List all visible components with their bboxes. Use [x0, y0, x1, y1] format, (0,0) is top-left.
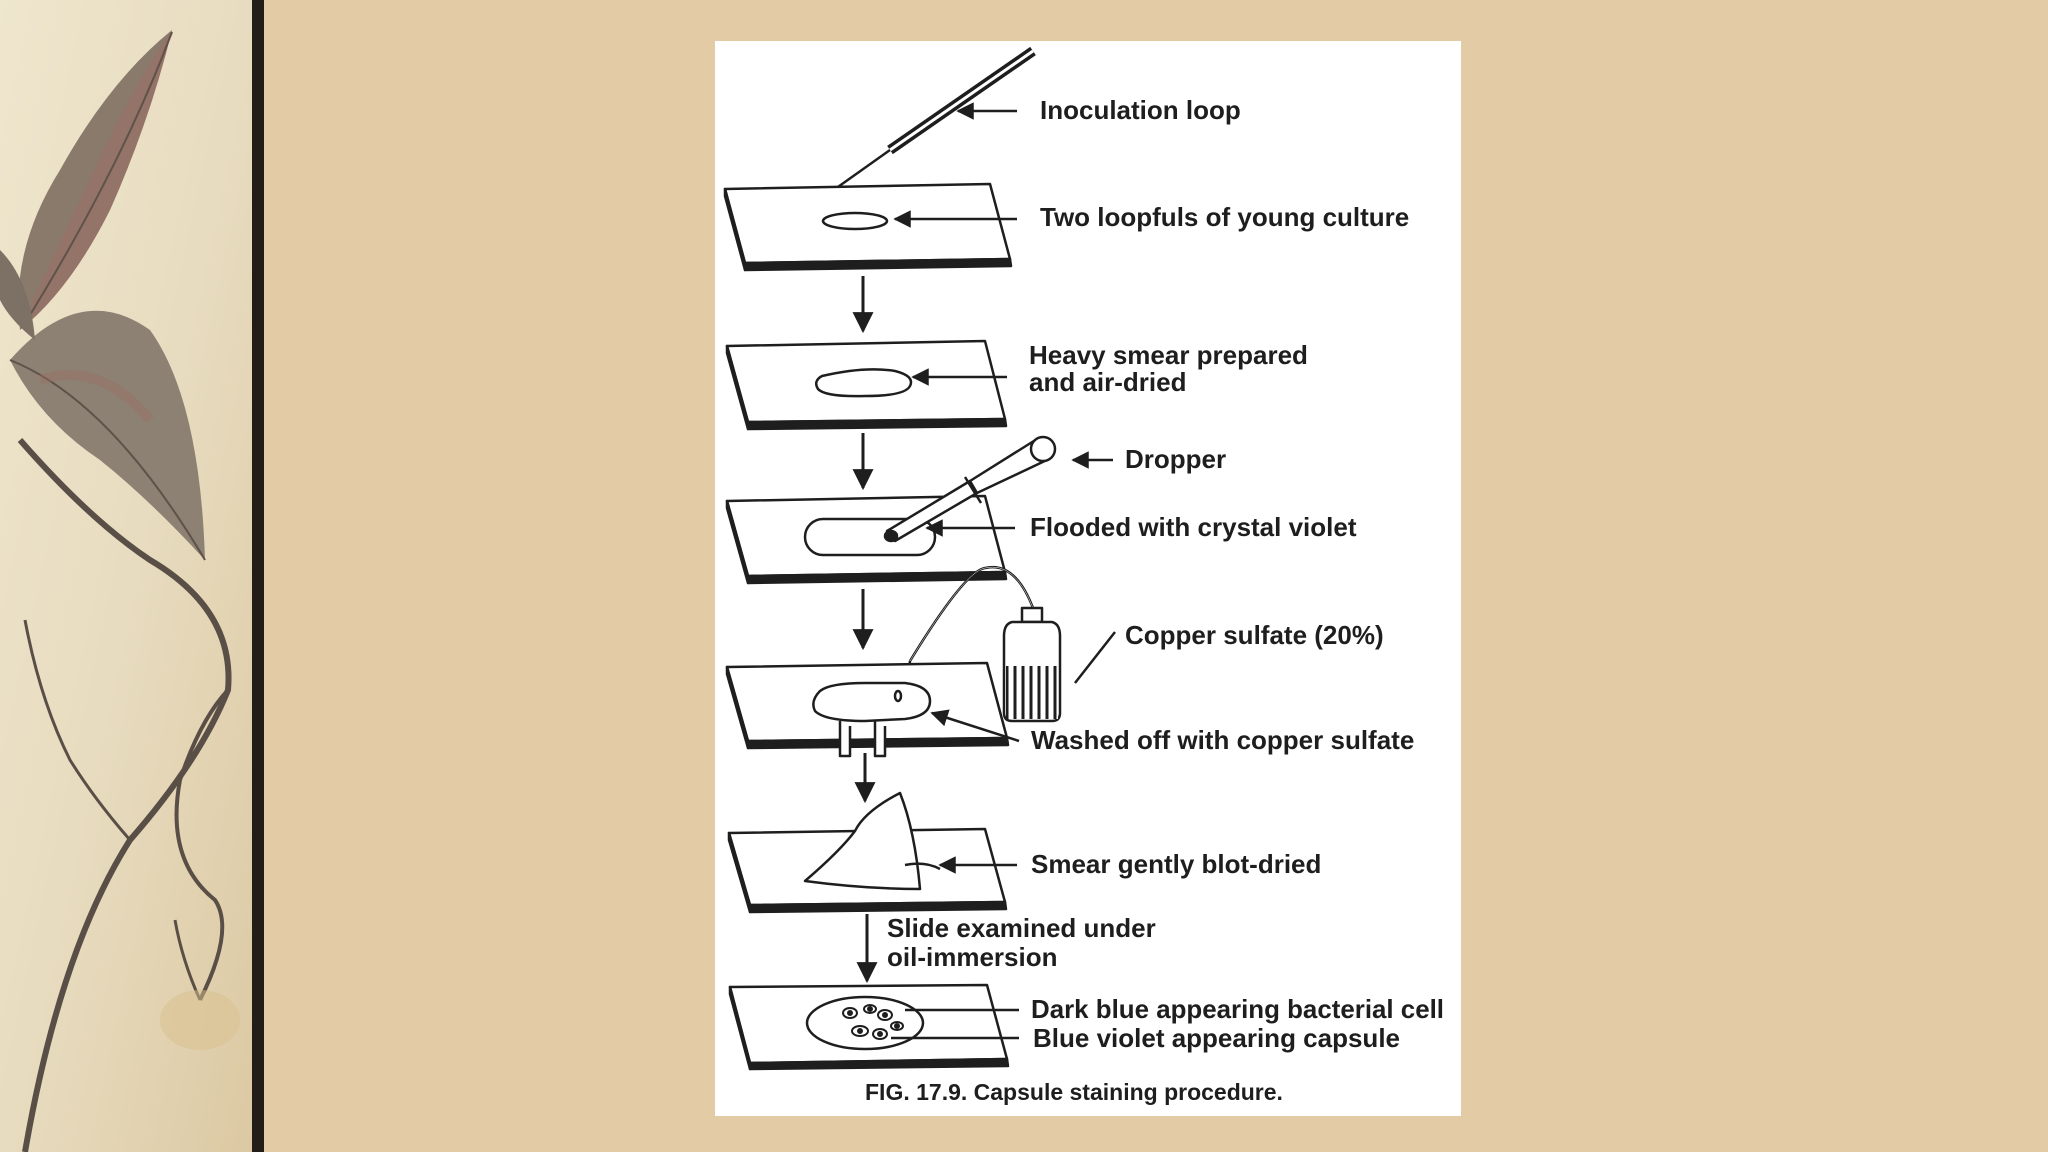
glass-slide-icon	[725, 661, 1010, 758]
label-heavy-smear-line1: Heavy smear prepared	[1029, 340, 1308, 370]
label-dropper: Dropper	[1125, 444, 1226, 474]
label-examined-line2: oil-immersion	[887, 942, 1057, 972]
glass-slide-icon	[723, 182, 1013, 272]
label-copper-sulfate: Copper sulfate (20%)	[1125, 620, 1384, 650]
figure-caption: FIG. 17.9. Capsule staining procedure.	[865, 1079, 1283, 1105]
label-blue-violet-capsule: Blue violet appearing capsule	[1033, 1023, 1400, 1053]
bacterial-cells-icon	[842, 1004, 904, 1040]
label-washed-off: Washed off with copper sulfate	[1031, 725, 1414, 755]
glass-slide-icon	[728, 983, 1010, 1071]
label-blot-dried: Smear gently blot-dried	[1031, 849, 1321, 879]
capsule-staining-figure: Inoculation loop Two loopfuls of young c…	[715, 41, 1461, 1116]
glass-slide-icon	[725, 494, 1008, 585]
leaf-icon	[10, 310, 205, 560]
dropper-icon	[883, 435, 1057, 543]
leader-lines	[891, 102, 1116, 1040]
blotting-paper-icon	[803, 791, 922, 891]
label-two-loopfuls: Two loopfuls of young culture	[1040, 202, 1409, 232]
label-flooded: Flooded with crystal violet	[1030, 512, 1357, 542]
label-examined-line1: Slide examined under	[887, 913, 1156, 943]
label-heavy-smear-line2: and air-dried	[1029, 367, 1186, 397]
wash-bottle-icon	[906, 565, 1062, 723]
label-inoculation-loop: Inoculation loop	[1040, 95, 1241, 125]
divider-bar	[252, 0, 264, 1152]
glass-slide-icon	[725, 339, 1008, 431]
leaf-decoration	[0, 0, 252, 1152]
label-dark-blue-cell: Dark blue appearing bacterial cell	[1031, 994, 1444, 1024]
